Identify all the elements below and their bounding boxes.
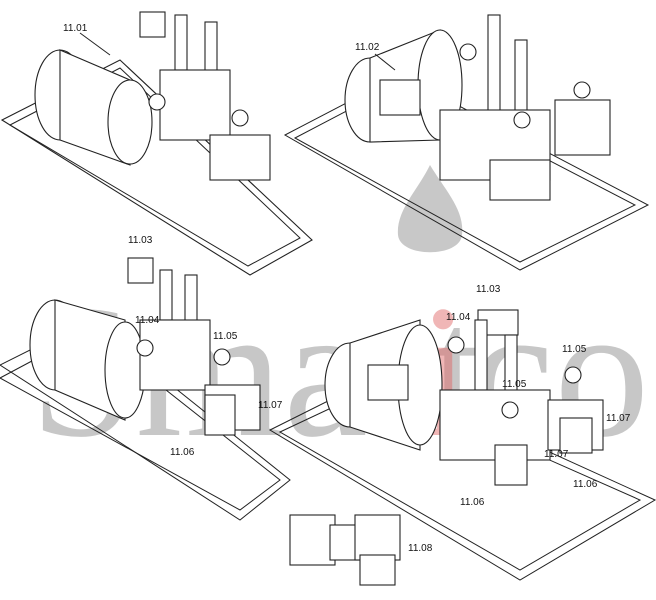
assembly-11-01: 11.01 [0, 11, 313, 276]
part-11-08: 11.08 [289, 514, 433, 586]
label-11-07-c: 11.07 [544, 449, 569, 460]
label-11-06-c: 11.06 [460, 497, 485, 508]
label-11-01: 11.01 [63, 23, 88, 34]
label-11-07-b: 11.07 [606, 413, 631, 424]
label-11-04-b: 11.04 [446, 312, 471, 323]
assembly-11-04: 11.03 11.04 11.05 11.05 11.07 11.07 11.0… [268, 284, 656, 581]
assembly-11-02: 11.02 [283, 14, 650, 271]
label-11-07-a: 11.07 [258, 400, 283, 411]
flame-logo-icon [397, 165, 463, 253]
label-11-03-b: 11.03 [476, 284, 501, 295]
label-11-06-a: 11.06 [170, 447, 195, 458]
label-11-04-a: 11.04 [135, 315, 160, 326]
label-11-08: 11.08 [408, 543, 433, 554]
label-11-05-a: 11.05 [213, 331, 238, 342]
label-11-06-b: 11.06 [573, 479, 598, 490]
label-11-05-b: 11.05 [502, 379, 527, 390]
label-11-02: 11.02 [355, 42, 380, 53]
assembly-11-03: 11.03 11.04 11.05 11.07 11.06 [0, 235, 291, 521]
label-11-03-a: 11.03 [128, 235, 153, 246]
label-11-05-c: 11.05 [562, 344, 587, 355]
